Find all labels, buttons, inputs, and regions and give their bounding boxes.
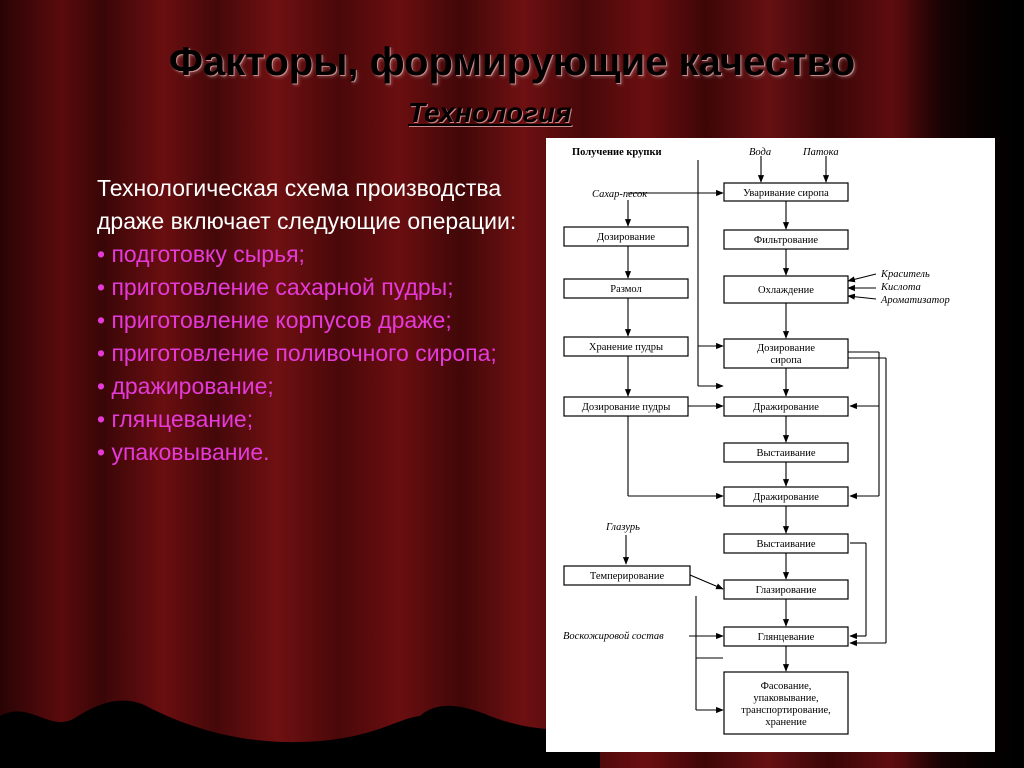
svg-text:Дозирование: Дозирование — [597, 232, 655, 243]
svg-text:Дозирование: Дозирование — [757, 343, 815, 354]
svg-text:сиропа: сиропа — [770, 355, 801, 366]
input-sugar: Сахар-песок — [592, 189, 647, 200]
box-packaging: Фасование, упаковывание, транспортирован… — [723, 671, 849, 735]
connectors — [622, 156, 887, 714]
box-cooling: Охлаждение — [723, 275, 849, 304]
svg-text:Хранение пудры: Хранение пудры — [589, 342, 663, 353]
curtain-bottom — [0, 700, 600, 768]
svg-text:хранение: хранение — [765, 717, 807, 728]
list-item: • подготовку сырья; — [97, 241, 305, 267]
box-glazing: Глазирование — [723, 579, 849, 600]
input-flavor: Ароматизатор — [880, 295, 950, 306]
list-item: • упаковывание. — [97, 439, 270, 465]
diagram-heading: Получение крупки — [572, 147, 662, 158]
svg-text:Выстаивание: Выстаивание — [756, 448, 815, 459]
list-item: • дражирование; — [97, 373, 274, 399]
intro-text: Технологическая схема производства драже… — [97, 175, 517, 234]
svg-text:Охлаждение: Охлаждение — [758, 285, 814, 296]
svg-text:Выстаивание: Выстаивание — [756, 539, 815, 550]
process-flowchart: Получение крупки Вода Патока Сахар-песок… — [563, 147, 950, 735]
slide-subtitle: Технология — [408, 97, 572, 128]
slide-title: Факторы, формирующие качество — [168, 40, 856, 84]
input-wax: Воскожировой состав — [563, 631, 664, 642]
input-water: Вода — [749, 147, 771, 158]
svg-text:Фильтрование: Фильтрование — [754, 235, 818, 246]
box-dragee-2: Дражирование — [723, 486, 849, 507]
svg-text:упаковывание,: упаковывание, — [753, 693, 818, 704]
svg-text:Глазирование: Глазирование — [756, 585, 817, 596]
box-dragee-1: Дражирование — [723, 396, 849, 417]
box-powder-dosing: Дозирование пудры — [563, 396, 689, 417]
box-standing-2: Выстаивание — [723, 533, 849, 554]
box-standing-1: Выстаивание — [723, 442, 849, 463]
input-dye: Краситель — [880, 269, 930, 280]
svg-text:Дражирование: Дражирование — [753, 402, 819, 413]
box-syrup-dosing: Дозирование сиропа — [723, 338, 849, 369]
box-polishing: Глянцевание — [723, 626, 849, 647]
list-item: • глянцевание; — [97, 406, 254, 432]
box-filtering: Фильтрование — [723, 229, 849, 250]
box-tempering: Темперирование — [563, 565, 691, 586]
box-powder-storage: Хранение пудры — [563, 336, 689, 357]
list-item: • приготовление поливочного сиропа; — [97, 340, 497, 366]
operations-list: • подготовку сырья; • приготовление саха… — [97, 238, 517, 469]
box-dosing: Дозирование — [563, 226, 689, 247]
svg-text:Уваривание сиропа: Уваривание сиропа — [743, 188, 829, 199]
input-acid: Кислота — [880, 282, 921, 293]
list-item: • приготовление корпусов драже; — [97, 307, 452, 333]
box-syrup-boiling: Уваривание сиропа — [723, 182, 849, 202]
input-molasses: Патока — [802, 147, 839, 158]
svg-text:Размол: Размол — [610, 284, 642, 295]
svg-text:Глянцевание: Глянцевание — [758, 632, 815, 643]
svg-text:Дражирование: Дражирование — [753, 492, 819, 503]
text-block: Технологическая схема производства драже… — [97, 172, 517, 469]
svg-text:транспортирование,: транспортирование, — [741, 705, 831, 716]
list-item: • приготовление сахарной пудры; — [97, 274, 454, 300]
diagram-panel: Получение крупки Вода Патока Сахар-песок… — [546, 138, 995, 752]
input-glaze: Глазурь — [605, 522, 640, 533]
box-grinding: Размол — [563, 278, 689, 299]
svg-text:Фасование,: Фасование, — [761, 681, 812, 692]
svg-text:Дозирование пудры: Дозирование пудры — [582, 402, 671, 413]
svg-text:Темперирование: Темперирование — [590, 571, 665, 582]
